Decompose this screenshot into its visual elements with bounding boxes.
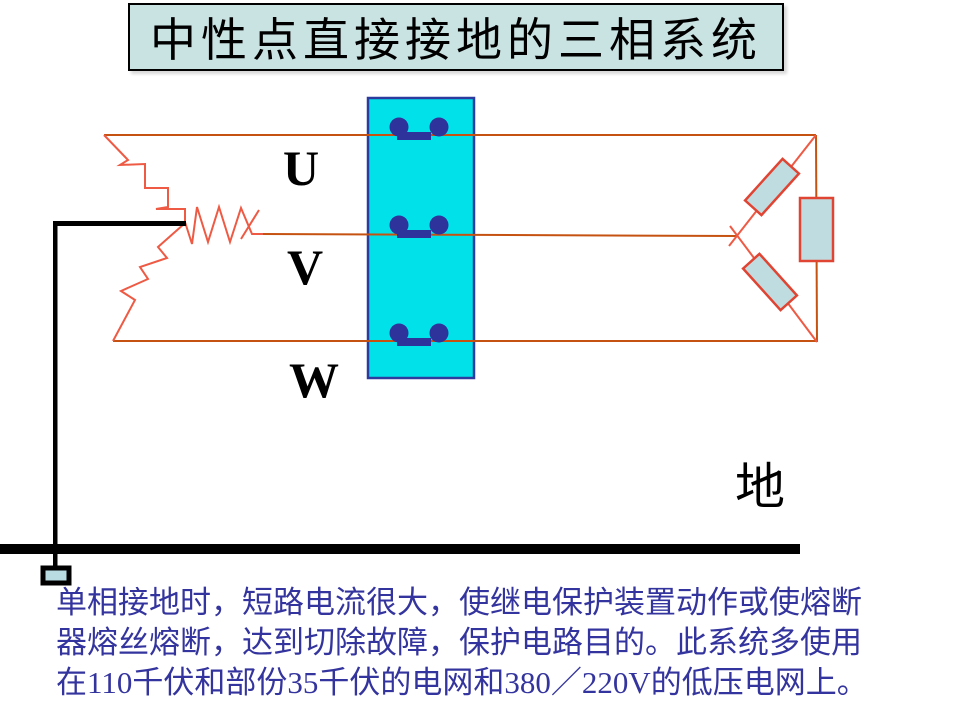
winding-v-cross (240, 209, 260, 240)
phase-label-u: U (283, 140, 320, 196)
load-uw (798, 196, 835, 263)
breaker-contacts (389, 117, 449, 346)
title-box: 中性点直接接地的三相系统 (128, 3, 784, 71)
description-line-1: 单相接地时，短路电流很大，使继电保护装置动作或使熔断 (56, 585, 862, 620)
breaker-v-blade (397, 230, 431, 238)
source-windings (103, 134, 263, 342)
winding-v (184, 203, 263, 246)
load-group (741, 157, 835, 312)
slide-title: 中性点直接接地的三相系统 (150, 15, 762, 66)
description-line-2: 器熔丝熔断，达到切除故障，保护电路目的。此系统多使用 (56, 625, 862, 660)
phase-lines (104, 134, 818, 343)
winding-u (103, 134, 186, 222)
breaker-w-right-contact (429, 323, 449, 343)
breaker-w-left-contact (389, 323, 409, 343)
breaker-u (389, 117, 449, 140)
breaker-v-left-contact (389, 215, 409, 235)
breaker-u-left-contact (389, 117, 409, 137)
ground-label: 地 (735, 459, 785, 515)
description-text: 单相接地时，短路电流很大，使继电保护装置动作或使熔断 器熔丝熔断，达到切除故障，… (56, 583, 936, 703)
load-vw (741, 252, 799, 312)
neutral-ground-conductor (53, 221, 186, 568)
breaker-w-blade (397, 338, 431, 346)
winding-w (112, 223, 185, 342)
phase-line-v (262, 233, 738, 237)
ground-electrode (40, 565, 72, 586)
description-line-3: 在110千伏和部份35千伏的电网和380／220V的低压电网上。 (56, 665, 868, 700)
breaker-v-right-contact (429, 215, 449, 235)
breaker-v (389, 215, 449, 238)
phase-label-w: W (289, 352, 339, 408)
neutral-lead-vertical (53, 221, 58, 568)
earth-bar (0, 544, 800, 554)
load-uv (743, 157, 801, 217)
breaker-w (389, 323, 449, 346)
neutral-lead-horizontal (53, 221, 186, 226)
breaker-u-blade (397, 132, 431, 140)
phase-label-v: V (287, 239, 324, 295)
breaker-u-right-contact (429, 117, 449, 137)
